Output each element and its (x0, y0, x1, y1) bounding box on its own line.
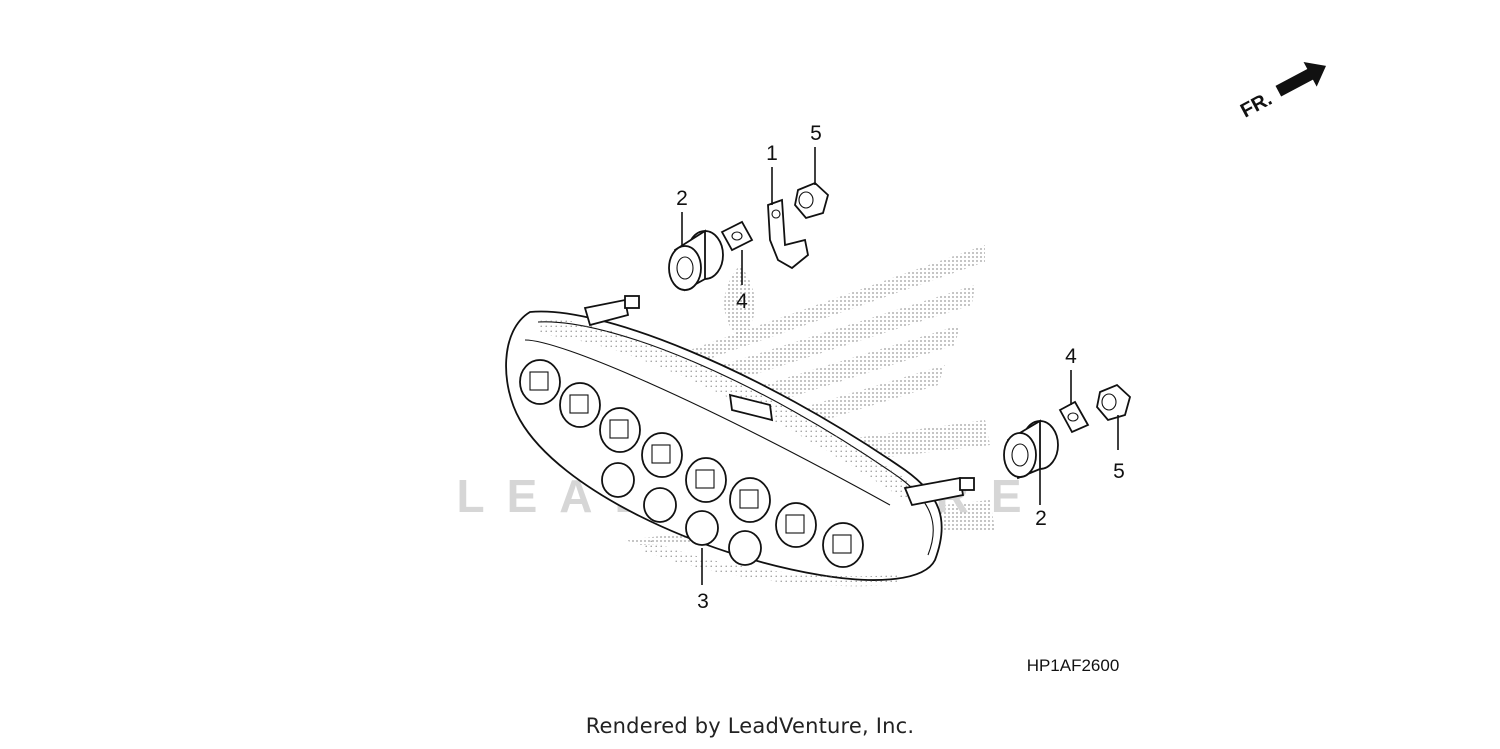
nut-right (1096, 383, 1132, 422)
callout-4-left: 4 (736, 290, 748, 313)
callout-3: 3 (697, 590, 709, 613)
front-direction-label: FR. (1237, 88, 1276, 123)
lamp-modules (519, 359, 864, 568)
callout-1: 1 (766, 142, 778, 165)
bracket (767, 198, 809, 270)
callout-5-top: 5 (810, 122, 822, 145)
footer-credit: Rendered by LeadVenture, Inc. (585, 714, 915, 738)
grommet-left (668, 229, 724, 292)
front-direction-indicator: FR. (1237, 61, 1327, 123)
grommet-right (1003, 419, 1059, 480)
callout-4-right: 4 (1065, 345, 1077, 368)
washer-right (1058, 400, 1090, 434)
washer-left (720, 220, 754, 252)
diagram-code: HP1AF2600 (1027, 656, 1120, 675)
front-arrow-icon (1275, 61, 1327, 97)
taillight-assembly (505, 295, 975, 587)
callout-2-left: 2 (676, 187, 688, 210)
nut-top (794, 181, 830, 220)
callout-2-right: 2 (1035, 507, 1047, 530)
callout-5-right: 5 (1113, 460, 1125, 483)
leader-lines (681, 147, 1119, 585)
